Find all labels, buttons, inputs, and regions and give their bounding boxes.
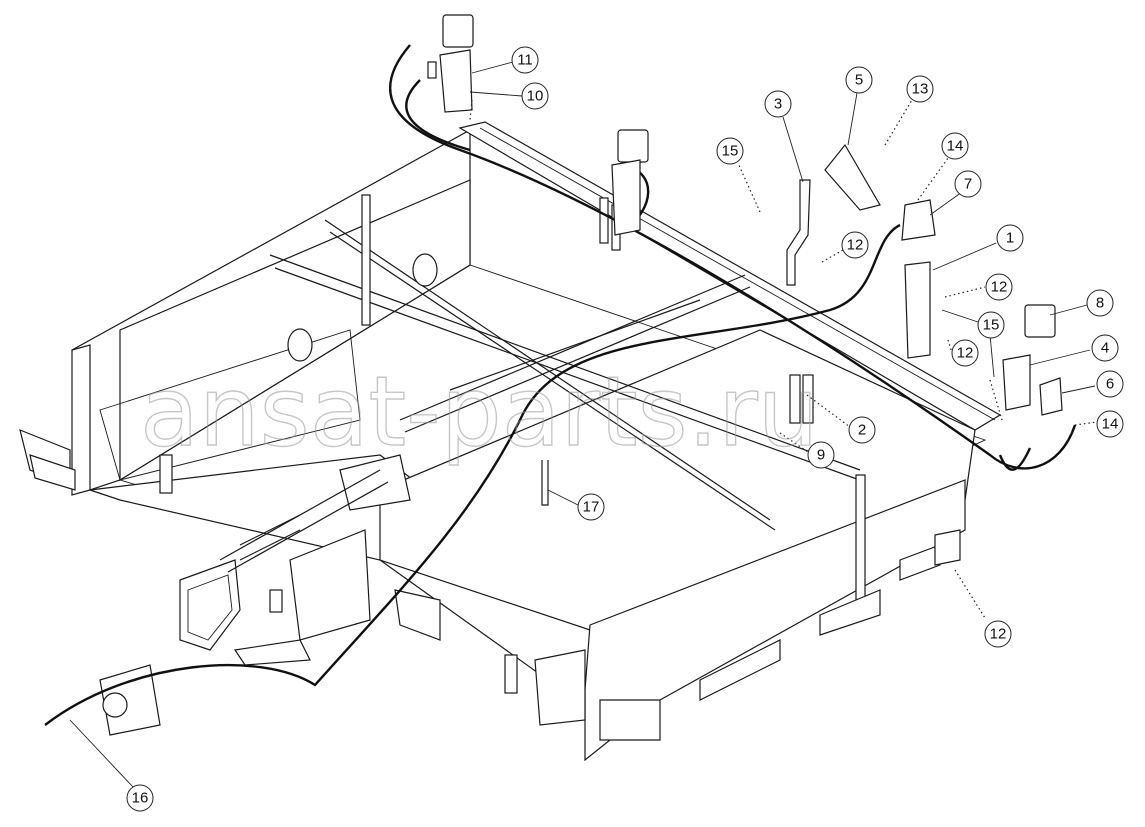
plate-2: [789, 374, 814, 424]
callout-11: 11: [511, 46, 539, 74]
callout-3: 3: [764, 90, 792, 118]
bracket-4: [1002, 354, 1031, 411]
callout-7: 7: [954, 170, 982, 198]
svg-text:6: 6: [1106, 376, 1114, 393]
spreader-body: [71, 121, 1002, 762]
callout-17: 17: [577, 493, 605, 521]
reflector-6: [1039, 377, 1063, 416]
svg-text:17: 17: [583, 499, 600, 516]
svg-text:5: 5: [855, 72, 863, 89]
callout-15-mid: 15: [977, 311, 1005, 339]
lamp-8: [1024, 304, 1056, 338]
svg-text:15: 15: [983, 317, 1000, 334]
lamp-7: [901, 199, 936, 241]
callout-15-top: 15: [716, 137, 744, 165]
callout-2: 2: [848, 416, 876, 444]
svg-text:2: 2: [858, 422, 866, 439]
leader-lines: [69, 61, 1098, 788]
callout-12-a: 12: [841, 231, 869, 259]
lamp-center: [611, 129, 649, 236]
lamp-left-rear: [427, 14, 474, 113]
callout-14-right: 14: [1096, 410, 1124, 438]
svg-text:14: 14: [947, 138, 964, 155]
callout-12-c: 12: [951, 339, 979, 367]
svg-text:10: 10: [527, 88, 544, 105]
svg-text:12: 12: [847, 237, 864, 254]
svg-text:9: 9: [817, 447, 825, 464]
svg-text:14: 14: [1102, 416, 1119, 433]
callout-13: 13: [906, 75, 934, 103]
svg-text:12: 12: [957, 345, 974, 362]
svg-text:7: 7: [964, 176, 972, 193]
svg-text:16: 16: [132, 790, 149, 807]
callout-1: 1: [996, 224, 1024, 252]
svg-text:8: 8: [1096, 295, 1104, 312]
svg-text:15: 15: [722, 143, 739, 160]
watermark-text: ansat-parts.ru: [140, 356, 819, 468]
callout-12-d: 12: [984, 620, 1012, 648]
callout-16: 16: [126, 784, 154, 812]
callout-6: 6: [1096, 370, 1124, 398]
callout-10: 10: [521, 82, 549, 110]
svg-text:4: 4: [1101, 340, 1109, 357]
callout-12-b: 12: [985, 273, 1013, 301]
svg-text:12: 12: [990, 626, 1007, 643]
callout-14-top: 14: [941, 132, 969, 160]
callout-8: 8: [1086, 289, 1114, 317]
hitch-assembly: [19, 429, 586, 736]
callout-9: 9: [807, 441, 835, 469]
svg-text:12: 12: [991, 279, 1008, 296]
bracket-3: [786, 179, 811, 286]
callouts: 11 10 3 5 13 15 14 7 12 1 12 15 12 8 4 6…: [126, 46, 1124, 812]
callout-4: 4: [1091, 334, 1119, 362]
callout-5: 5: [845, 66, 873, 94]
svg-text:13: 13: [912, 81, 929, 98]
reflector-5: [824, 143, 881, 211]
svg-text:11: 11: [517, 52, 533, 69]
bracket-1: [904, 261, 931, 359]
hook-17: [541, 460, 549, 506]
svg-text:1: 1: [1006, 230, 1014, 247]
svg-text:3: 3: [774, 96, 782, 113]
